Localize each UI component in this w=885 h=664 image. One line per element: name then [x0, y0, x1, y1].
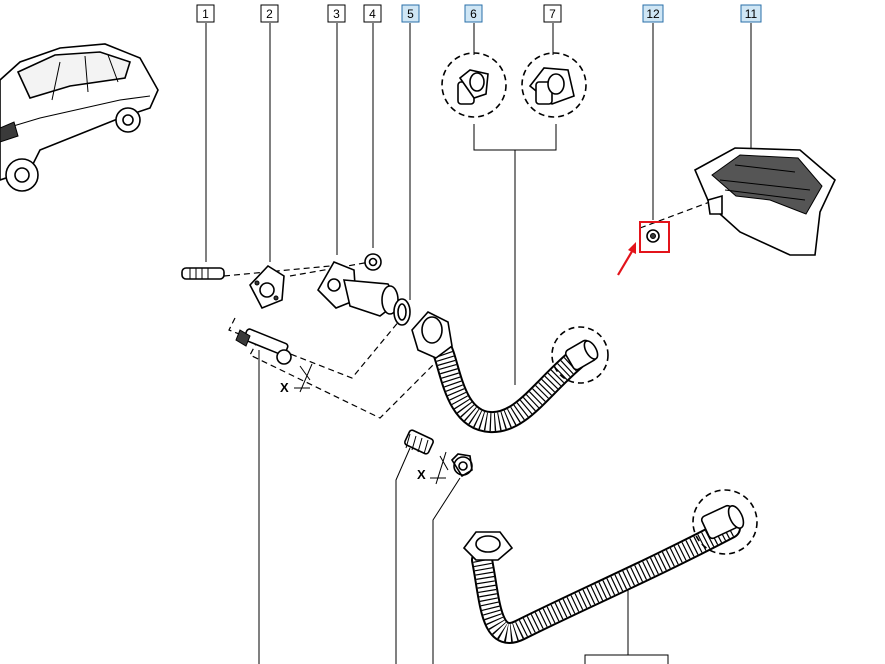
callout-box: [196, 4, 215, 23]
callout-11: 11: [740, 4, 762, 23]
callout-box: [740, 4, 762, 23]
bolt-detail-part-6: [441, 52, 507, 118]
dimension-label-x: X: [280, 380, 289, 395]
callout-number: 12: [646, 7, 660, 21]
assembly-dashed-lines: [223, 199, 716, 419]
flange-elbow-part-3: [317, 260, 400, 317]
lower-flexible-hose: [462, 489, 758, 644]
callout-3: 3: [327, 4, 346, 23]
highlight-arrow-icon: [617, 242, 636, 276]
callout-number: 3: [333, 7, 340, 21]
callout-5: 5: [401, 4, 420, 23]
nut-part-4: [364, 253, 382, 271]
callout-number: 2: [266, 7, 273, 21]
gasket-part-2: [249, 264, 285, 310]
upper-flexible-hose: [411, 311, 609, 433]
heat-shield-part-11: [693, 147, 836, 256]
dimension-label-x: X: [417, 467, 426, 482]
nut-assembly-center: [450, 453, 473, 478]
callout-number: 5: [407, 7, 414, 21]
callout-4: 4: [363, 4, 382, 23]
callout-box: [260, 4, 279, 23]
callout-2: 2: [260, 4, 279, 23]
callout-box: [543, 4, 562, 23]
callout-box: [363, 4, 382, 23]
callout-number: 1: [202, 7, 209, 21]
callout-7: 7: [543, 4, 562, 23]
callout-box: [401, 4, 420, 23]
callout-1: 1: [196, 4, 215, 23]
bolt-assembly-center: [404, 429, 449, 485]
ring-part-5: [393, 298, 411, 326]
callout-6: 6: [464, 4, 483, 23]
callout-box: [327, 4, 346, 23]
callout-number: 11: [745, 7, 758, 21]
nut-part-12: [646, 229, 660, 243]
bolt-assembly-left: [235, 328, 313, 393]
callout-12: 12: [642, 4, 664, 23]
bolt-detail-part-7: [521, 52, 587, 118]
callout-number: 7: [549, 7, 556, 21]
callout-box: [642, 4, 664, 23]
callout-box: [464, 4, 483, 23]
highlight-box: [639, 221, 670, 253]
callout-leaders: [205, 23, 752, 664]
car-thumbnail-icon: [0, 43, 159, 192]
callout-number: 6: [470, 7, 477, 21]
stud-part-1: [181, 267, 225, 280]
callout-number: 4: [369, 7, 376, 21]
